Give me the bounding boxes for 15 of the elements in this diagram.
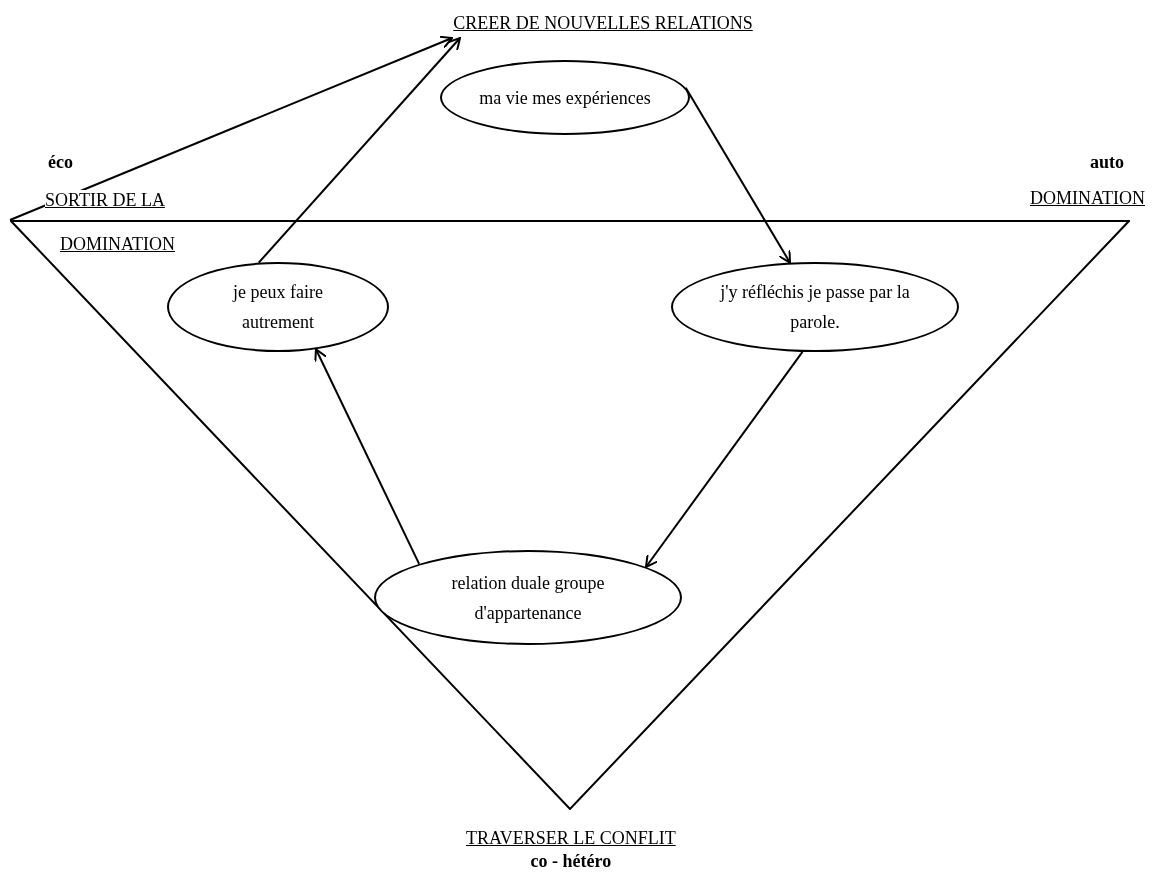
goal-heading: CREER DE NOUVELLES RELATIONS: [378, 8, 828, 38]
arrow: [314, 348, 421, 565]
corner-label: DOMINATION: [60, 234, 175, 255]
ellipse-node: je peux faire autrement: [167, 262, 389, 352]
triangle-shape: [10, 220, 1130, 810]
ellipse-node: j'y réfléchis je passe par la parole.: [671, 262, 959, 352]
arrow: [257, 37, 461, 264]
arrow: [644, 350, 804, 568]
ellipse-node: ma vie mes expériences: [440, 60, 690, 135]
bottom-label: TRAVERSER LE CONFLIT: [466, 828, 676, 849]
corner-label: DOMINATION: [1030, 188, 1145, 209]
arrow: [684, 86, 791, 264]
ellipse-node: relation duale groupe d'appartenance: [374, 550, 682, 645]
arrow: [9, 35, 453, 221]
corner-label: SORTIR DE LA: [45, 190, 165, 211]
